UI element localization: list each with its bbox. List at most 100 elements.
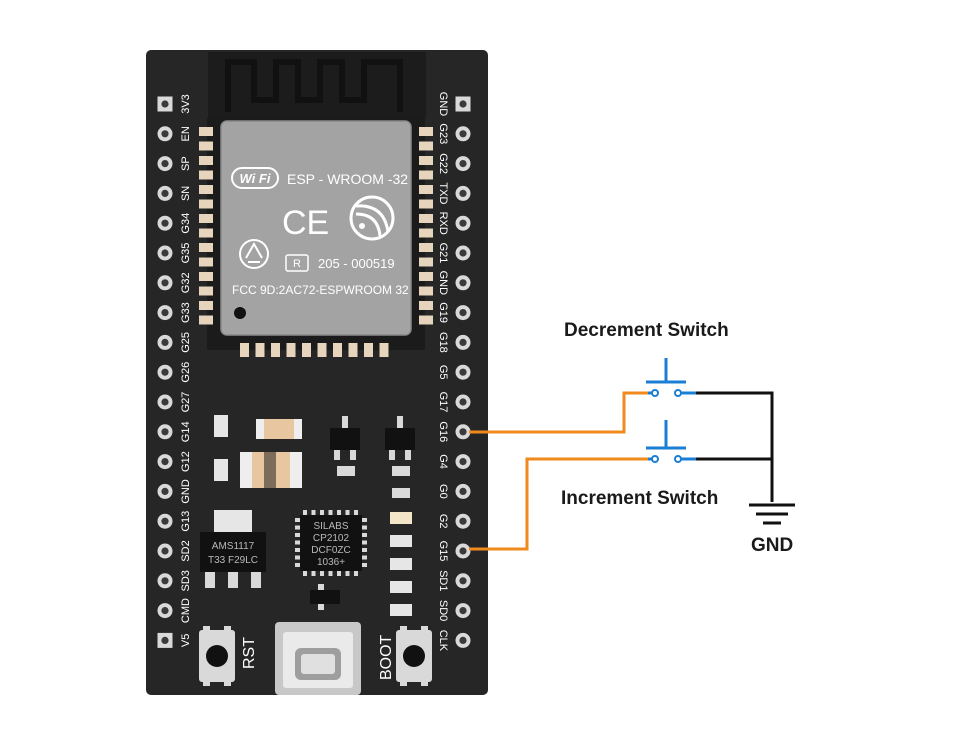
pin-right-g5: G5 xyxy=(437,364,471,380)
pin-label: G5 xyxy=(437,365,449,380)
pin-label: G33 xyxy=(180,302,192,323)
pin-right-g18: G18 xyxy=(437,332,471,353)
pin-left-g25: G25 xyxy=(157,332,192,353)
pin-right-gnd: GND xyxy=(437,271,471,295)
pin-label: SD3 xyxy=(180,570,192,591)
pin-right-g15: G15 xyxy=(437,541,471,562)
pin-left-g14: G14 xyxy=(157,421,192,442)
esp-wroom-module xyxy=(220,120,412,336)
pin-right-sd1: SD1 xyxy=(437,570,471,592)
usb-chip-line3: DCF0ZC xyxy=(311,545,350,556)
pin-left-sd2: SD2 xyxy=(157,540,192,562)
pin-label: G32 xyxy=(180,272,192,293)
wifi-logo-text: Wi Fi xyxy=(240,171,271,186)
pin-label: SD2 xyxy=(180,540,192,561)
pin-left-sp: SP xyxy=(157,156,192,172)
wifi-logo: Wi Fi xyxy=(231,167,279,189)
pin-left-g35: G35 xyxy=(157,243,192,263)
module-pads-bottom xyxy=(240,343,389,357)
pin-right-g19: G19 xyxy=(437,302,471,323)
pin-label: G26 xyxy=(180,362,192,383)
pin-label: CMD xyxy=(180,598,192,623)
fcc-text: FCC 9D:2AC72-ESPWROOM 32 xyxy=(232,283,409,297)
pin-right-g23: G23 xyxy=(437,123,471,144)
esp32-board: Wi Fi ESP - WROOM -32 CE R 205 - 000519 … xyxy=(146,50,488,695)
decrement-switch xyxy=(646,358,696,397)
wire-g16-decrement xyxy=(469,391,648,434)
increment-switch xyxy=(646,420,696,463)
pin-label: G18 xyxy=(437,332,449,353)
pin-right-g0: G0 xyxy=(437,483,471,499)
pin-label: G22 xyxy=(437,153,449,174)
boot-label: BOOT xyxy=(378,634,395,680)
pin-left-cmd: CMD xyxy=(157,598,192,623)
pin-label: G14 xyxy=(180,421,192,442)
switch-circuit: Decrement Switch Increment Switch GND xyxy=(469,320,795,556)
pin-left-v5: V5 xyxy=(157,632,192,648)
pin-left-sd3: SD3 xyxy=(157,570,192,592)
pin-left-gnd: GND xyxy=(157,479,192,504)
pin-right-txd: TXD xyxy=(437,182,471,204)
pin-label: G0 xyxy=(437,484,449,499)
rst-button[interactable] xyxy=(199,626,235,686)
antenna-trace xyxy=(225,59,403,112)
pin-left-sn: SN xyxy=(157,186,192,201)
usb-chip-line1: SILABS xyxy=(313,521,348,532)
usb-uart-chip: SILABS CP2102 DCF0ZC 1036+ xyxy=(295,510,367,576)
pin-label: G15 xyxy=(437,541,449,562)
cert-code: 205 - 000519 xyxy=(318,256,395,271)
pin-left-g34: G34 xyxy=(157,213,192,234)
pin-left-3v3: 3V3 xyxy=(157,94,192,114)
pin-left-g13: G13 xyxy=(157,511,192,532)
pin-label: GND xyxy=(180,479,192,504)
pin-label: G23 xyxy=(437,123,449,144)
pin-right-clk: CLK xyxy=(437,630,471,652)
regulator-line2: T33 F29LC xyxy=(208,555,258,566)
pin-right-g16: G16 xyxy=(437,421,471,442)
pin-label: G17 xyxy=(437,392,449,413)
r-mark-box xyxy=(285,254,309,272)
pin-left-en: EN xyxy=(157,126,192,141)
pin-label: 3V3 xyxy=(180,94,192,114)
boot-button[interactable] xyxy=(396,626,432,686)
pin-right-g21: G21 xyxy=(437,243,471,263)
antenna-area xyxy=(208,52,426,118)
pin-label: G27 xyxy=(180,392,192,413)
micro-usb-port xyxy=(275,622,361,695)
pin-label: EN xyxy=(180,126,192,141)
regulator-line1: AMS1117 xyxy=(212,541,255,552)
smd-components xyxy=(214,415,415,616)
pin-label: SP xyxy=(180,156,192,171)
wire-decrement-gnd xyxy=(696,391,774,502)
module-name: ESP - WROOM -32 xyxy=(287,171,408,187)
module-pads-right xyxy=(419,127,433,325)
pin-right-g2: G2 xyxy=(437,513,471,529)
pin-label: GND xyxy=(437,92,449,117)
pin-left-g33: G33 xyxy=(157,302,192,323)
increment-switch-label: Increment Switch xyxy=(561,488,718,509)
pin1-dot xyxy=(234,307,246,319)
fcc-mark-icon xyxy=(239,239,269,269)
ground-icon xyxy=(749,503,795,525)
pin-label: G2 xyxy=(437,514,449,529)
pin-label: G19 xyxy=(437,302,449,323)
pin-label: RXD xyxy=(437,212,449,235)
pin-right-rxd: RXD xyxy=(437,212,471,235)
pin-label: SN xyxy=(180,186,192,201)
pin-right-g22: G22 xyxy=(437,153,471,174)
usb-chip-line2: CP2102 xyxy=(313,533,350,544)
capacitor-1 xyxy=(256,419,302,439)
usb-chip-line4: 1036+ xyxy=(317,557,345,568)
right-pin-header: GNDG23G22TXDRXDG21GNDG19G18G5G17G16G4G0G… xyxy=(437,92,471,652)
pin-label: G16 xyxy=(437,421,449,442)
pin-left-g26: G26 xyxy=(157,362,192,383)
espressif-logo-icon xyxy=(349,195,395,241)
pin-left-g27: G27 xyxy=(157,392,192,413)
pin-left-g12: G12 xyxy=(157,451,192,472)
pin-label: CLK xyxy=(437,630,449,652)
pin-label: TXD xyxy=(437,182,449,204)
pin-label: V5 xyxy=(180,634,192,647)
pin-label: G4 xyxy=(437,454,449,469)
